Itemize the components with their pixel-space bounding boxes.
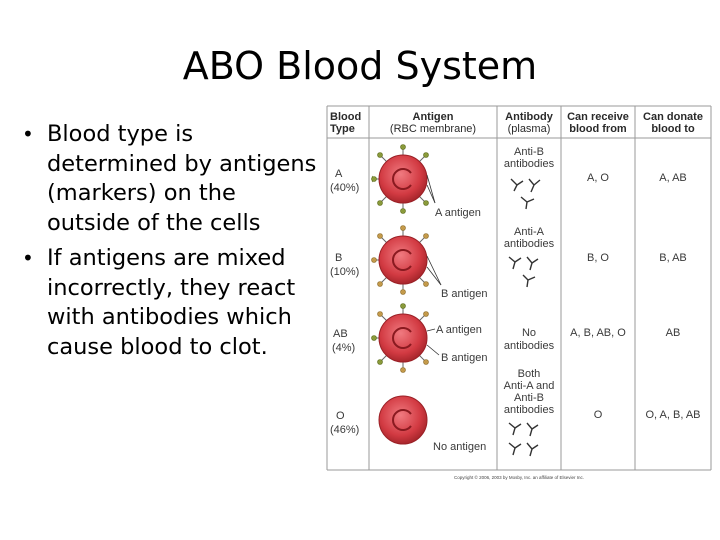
antigen-label: A antigen	[436, 324, 482, 336]
bullet-item: • If antigens are mixed incorrectly, the…	[22, 244, 322, 362]
antibody-y-icon	[510, 178, 541, 210]
rbc-a-icon	[371, 144, 436, 214]
donate-to: A, AB	[659, 172, 687, 184]
antibody-y-icon	[508, 422, 539, 457]
row-percent: (40%)	[330, 182, 359, 194]
row-type: O	[336, 410, 345, 422]
rbc-ab-icon	[371, 303, 440, 373]
row-percent: (46%)	[330, 424, 359, 436]
antibody-line: antibodies	[504, 340, 555, 352]
abo-table-svg: Blood Type Antigen (RBC membrane) Antibo…	[326, 105, 712, 480]
bullet-text: If antigens are mixed incorrectly, they …	[47, 245, 296, 360]
header-receive: Can receive	[567, 111, 629, 123]
header-antigen: Antigen	[413, 111, 454, 123]
bullet-list: • Blood type is determined by antigens (…	[22, 120, 322, 368]
row-type: AB	[333, 328, 348, 340]
abo-figure: Blood Type Antigen (RBC membrane) Antibo…	[323, 105, 715, 487]
antibody-line: Both	[518, 368, 541, 380]
row-type-a: A (40%) A antigen Anti-B antibodies A, O…	[330, 144, 687, 219]
header-antibody: Antibody	[505, 111, 554, 123]
bullet-item: • Blood type is determined by antigens (…	[22, 120, 322, 238]
header-blood: Blood	[330, 111, 361, 123]
donate-to: O, A, B, AB	[645, 409, 700, 421]
row-type-b: B (10%) B antigen Anti-A antibodies B, O…	[330, 225, 687, 300]
antibody-line: antibodies	[504, 158, 555, 170]
receive-from: O	[594, 409, 603, 421]
antigen-label: A antigen	[435, 207, 481, 219]
row-type-ab: AB (4%) A antigen B antigen No antibodie…	[332, 303, 681, 373]
slide-title: ABO Blood System	[182, 44, 538, 88]
row-percent: (4%)	[332, 342, 355, 354]
antigen-label: B antigen	[441, 288, 487, 300]
header-type: Type	[330, 123, 355, 135]
antibody-line: No	[522, 327, 536, 339]
table-grid	[326, 105, 712, 471]
header-donate-sub: blood to	[651, 123, 695, 135]
row-type-o: O (46%) No antigen Both Anti-A and Anti-…	[330, 368, 701, 457]
donate-to: AB	[666, 327, 681, 339]
bullet-text: Blood type is determined by antigens (ma…	[47, 121, 317, 236]
row-type: A	[335, 168, 343, 180]
table-header: Blood Type Antigen (RBC membrane) Antibo…	[330, 111, 703, 135]
header-receive-sub: blood from	[569, 123, 627, 135]
bullet-icon: •	[22, 246, 34, 270]
antibody-line: antibodies	[504, 404, 555, 416]
receive-from: A, B, AB, O	[570, 327, 626, 339]
antigen-label: B antigen	[441, 352, 487, 364]
header-donate: Can donate	[643, 111, 703, 123]
row-percent: (10%)	[330, 266, 359, 278]
antibody-line: Anti-B	[514, 392, 544, 404]
antibody-line: antibodies	[504, 238, 555, 250]
antibody-line: Anti-A	[514, 226, 545, 238]
rbc-b-icon	[371, 225, 442, 295]
receive-from: A, O	[587, 172, 609, 184]
copyright-text: Copyright © 2006, 2003 by Mosby, Inc. an…	[454, 474, 584, 480]
donate-to: B, AB	[659, 252, 687, 264]
header-antibody-sub: (plasma)	[508, 123, 551, 135]
rbc-o-icon	[378, 395, 428, 445]
bullet-icon: •	[22, 122, 34, 146]
receive-from: B, O	[587, 252, 609, 264]
antibody-y-icon	[508, 256, 539, 288]
header-antigen-sub: (RBC membrane)	[390, 123, 476, 135]
antigen-label: No antigen	[433, 441, 486, 453]
antibody-line: Anti-B	[514, 146, 544, 158]
row-type: B	[335, 252, 342, 264]
antibody-line: Anti-A and	[504, 380, 555, 392]
